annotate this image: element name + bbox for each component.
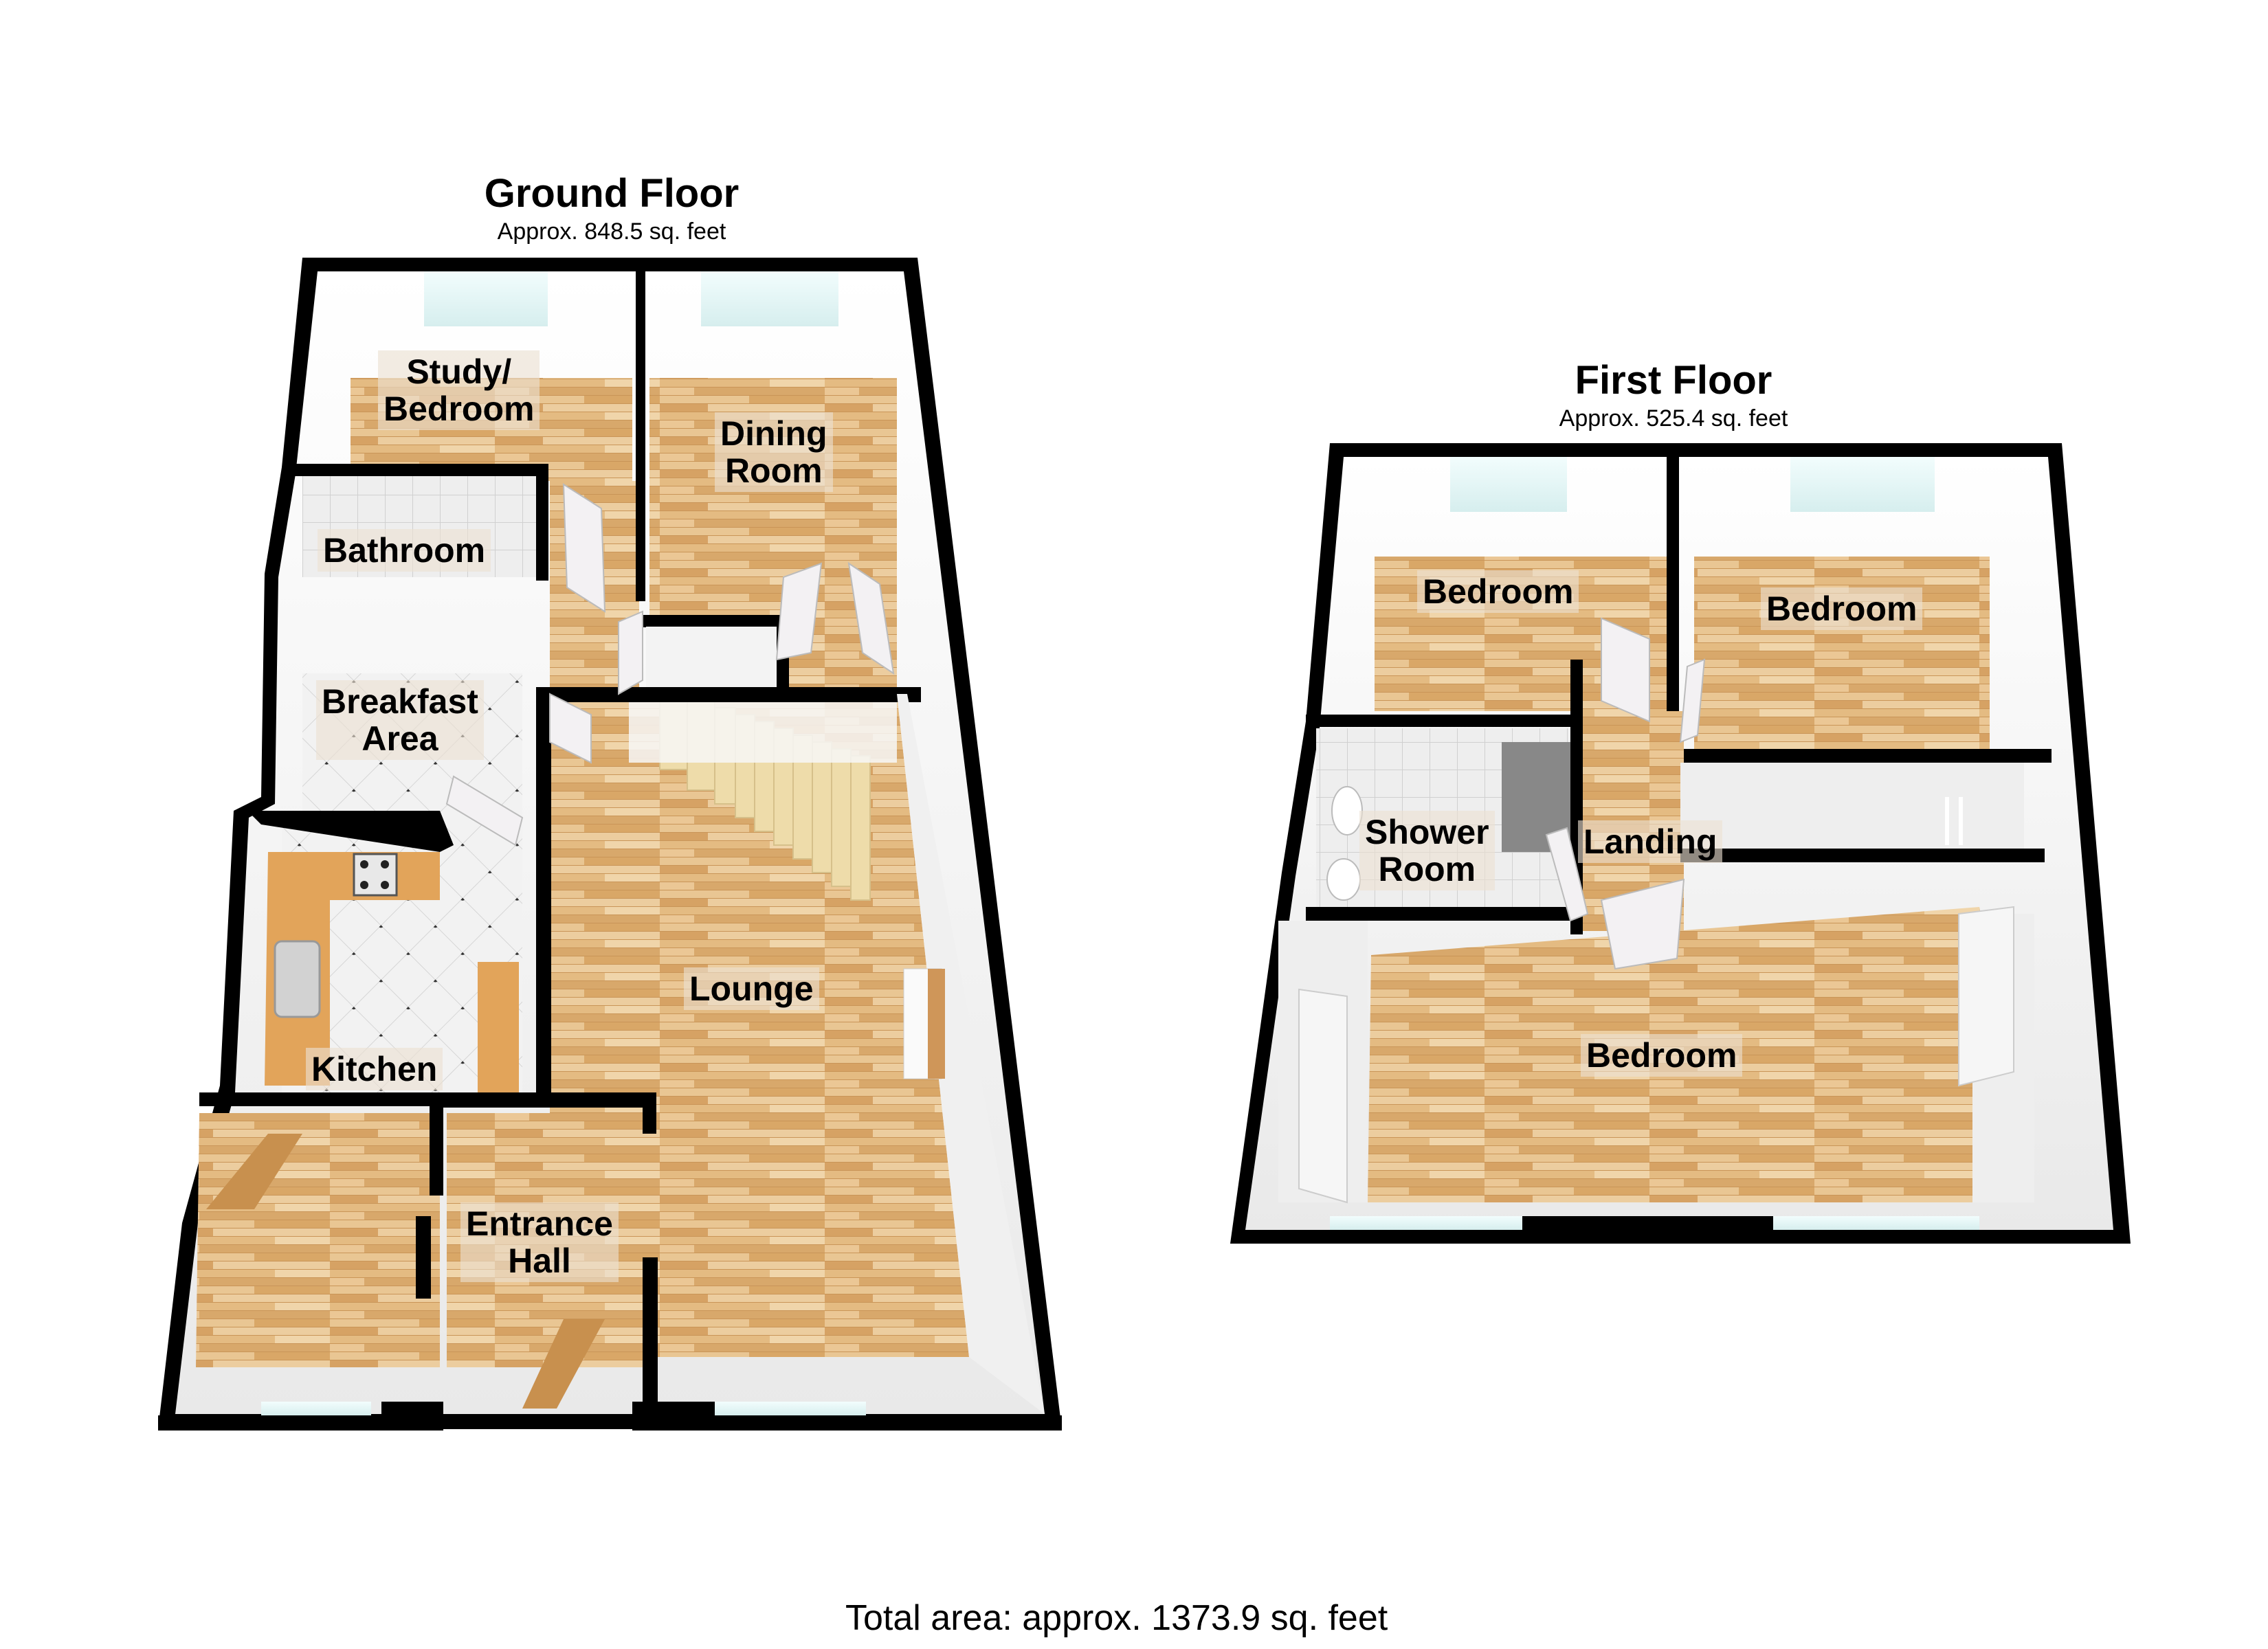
room-label-landing: Landing	[1578, 820, 1723, 863]
room-label-study-bedroom: Study/ Bedroom	[378, 350, 540, 430]
ground-floor-title: Ground Floor	[484, 171, 740, 216]
room-label-kitchen: Kitchen	[306, 1048, 443, 1090]
room-label-lounge: Lounge	[684, 967, 819, 1010]
first-floor-area: Approx. 525.4 sq. feet	[1559, 405, 1788, 431]
room-label-dining-room: Dining Room	[715, 412, 833, 492]
room-label-entrance-hall: Entrance Hall	[460, 1202, 619, 1282]
room-label-bathroom: Bathroom	[318, 529, 491, 572]
total-area: Total area: approx. 1373.9 sq. feet	[845, 1598, 1388, 1638]
room-label-breakfast-area: Breakfast Area	[316, 680, 484, 760]
room-label-bedroom-2: Bedroom	[1761, 587, 1923, 630]
room-label-bedroom-master: Bedroom	[1581, 1034, 1743, 1077]
room-label-bedroom-1: Bedroom	[1417, 570, 1579, 613]
room-label-shower-room: Shower Room	[1359, 811, 1495, 890]
ground-floor-area: Approx. 848.5 sq. feet	[497, 218, 726, 245]
first-floor-title: First Floor	[1575, 358, 1772, 403]
